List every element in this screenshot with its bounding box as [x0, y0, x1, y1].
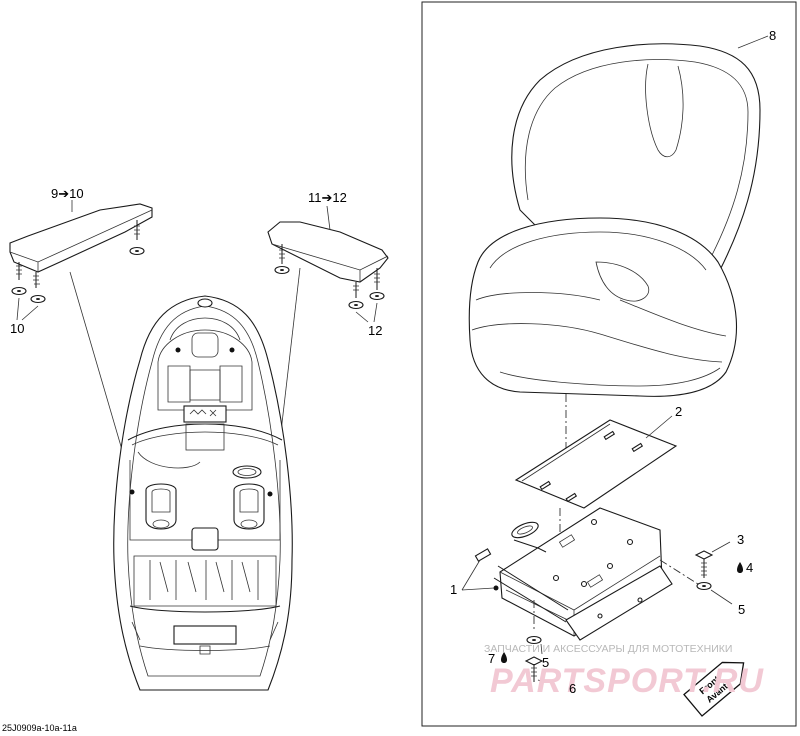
bolt-and-washer-bottom: [524, 600, 545, 683]
callout-5-bottom: 5: [542, 655, 549, 670]
front-direction-sign: Front Avant: [683, 661, 745, 717]
callout-7: 7: [488, 651, 495, 666]
seat-section-frame: [421, 1, 797, 727]
drop-icon: [501, 652, 507, 663]
callout-3: 3: [737, 532, 744, 547]
callout-1: 1: [450, 582, 457, 597]
drop-icon: [737, 562, 743, 573]
callout-6: 6: [569, 681, 576, 696]
bucket-seat: [468, 35, 769, 397]
callout-2: 2: [675, 404, 682, 419]
watermark-brand: PARTSPORT.RU: [490, 662, 764, 700]
callout-12: 12: [368, 323, 382, 338]
callout-9-10: 9➔10: [51, 186, 84, 201]
callout-4: 4: [746, 560, 753, 575]
callout-5-right: 5: [738, 602, 745, 617]
callout-8: 8: [769, 28, 776, 43]
seat-plate: [514, 415, 678, 509]
callout-11-12: 11➔12: [308, 190, 347, 205]
front-arrow-icon: [683, 661, 745, 717]
watermark-caption: ЗАПЧАСТИ И АКСЕССУАРЫ ДЛЯ МОТОТЕХНИКИ: [484, 643, 732, 655]
seat-slider-base: [461, 507, 673, 641]
boat-hull-top-view: [113, 295, 293, 691]
armrest-left: [9, 200, 153, 485]
armrest-right: [267, 205, 389, 493]
bolt-and-washer-right: [659, 541, 733, 605]
callout-10: 10: [10, 321, 24, 336]
watermark: ЗАПЧАСТИ И АКСЕССУАРЫ ДЛЯ МОТОТЕХНИКИ PA…: [484, 643, 764, 700]
diagram-code: 25J0909a-10a-11a: [2, 723, 77, 733]
